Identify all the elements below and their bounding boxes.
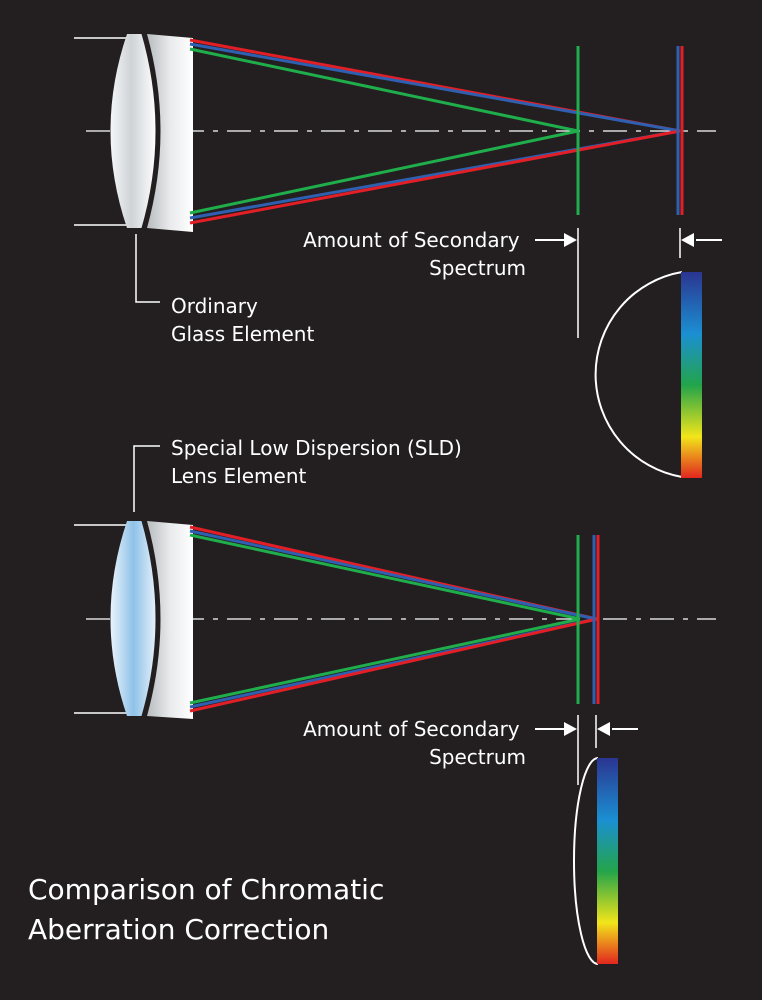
arrow-left-icon [597, 722, 610, 736]
ordinary-secondary-label: Amount of Secondary Spectrum [303, 228, 526, 280]
ordinary-rays [189, 38, 681, 225]
green-ray-top [189, 533, 581, 621]
sld-secondary-label: Amount of Secondary Spectrum [303, 717, 526, 769]
sld-system: Special Low Dispersion (SLD) Lens Elemen… [74, 436, 716, 965]
red-ray-bottom [189, 129, 681, 225]
sld-glass-element [110, 521, 157, 716]
green-ray-top [189, 47, 579, 133]
arrow-right-icon [564, 722, 577, 736]
ordinary-element-label: Ordinary Glass Element [171, 294, 314, 346]
ordinary-lens [110, 31, 193, 232]
sld-element-label: Special Low Dispersion (SLD) Lens Elemen… [171, 436, 468, 488]
ordinary-glass-element [110, 34, 157, 228]
blue-ray-top [189, 42, 681, 133]
ordinary-element-leader [135, 234, 160, 303]
sld-rays [189, 525, 598, 713]
sld-lens [110, 518, 193, 719]
arrow-right-icon [564, 233, 577, 247]
ordinary-spectrum-bar [681, 272, 702, 478]
ordinary-spectrum-magnifier [594, 271, 683, 478]
red-ray-bottom [189, 617, 598, 713]
lens-interface [141, 518, 160, 719]
green-ray-bottom [189, 617, 581, 705]
arrow-left-icon [681, 233, 694, 247]
ordinary-secondary-measure [535, 228, 722, 338]
blue-ray-top [189, 529, 597, 621]
flint-element [147, 521, 193, 719]
sld-spectrum-magnifier [573, 757, 599, 965]
sld-secondary-measure [535, 715, 638, 785]
sld-element-leader [133, 445, 160, 512]
sld-spectrum-bar [597, 758, 618, 964]
lens-interface [141, 31, 160, 231]
diagram-title: Comparison of Chromatic Aberration Corre… [28, 873, 393, 946]
green-ray-bottom [189, 129, 579, 215]
flint-element [147, 34, 193, 232]
ordinary-system: Ordinary Glass Element Amount of Seconda… [74, 31, 722, 478]
